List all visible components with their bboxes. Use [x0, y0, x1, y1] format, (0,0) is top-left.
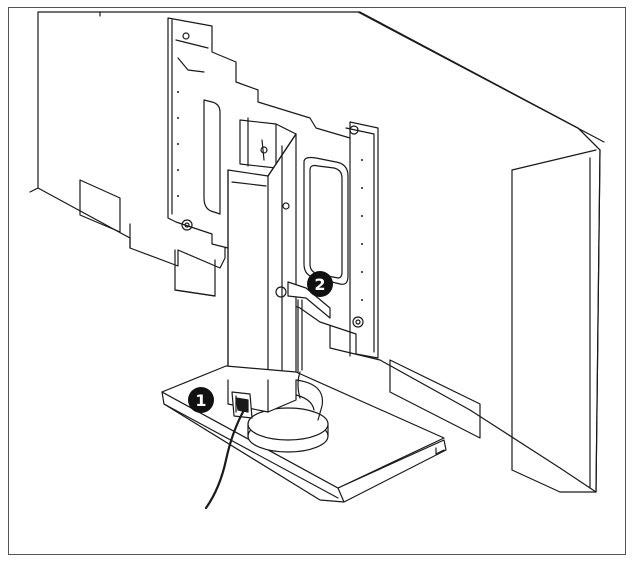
stand-column — [227, 117, 297, 413]
stand-base — [161, 365, 447, 503]
power-cable — [204, 371, 301, 510]
callout-1-label: 1 — [195, 391, 206, 410]
cable-clip — [287, 281, 331, 373]
power-connector — [231, 391, 253, 419]
callout-2: 2 — [307, 271, 333, 297]
callout-2-label: 2 — [314, 275, 325, 294]
callout-1: 1 — [188, 387, 214, 413]
